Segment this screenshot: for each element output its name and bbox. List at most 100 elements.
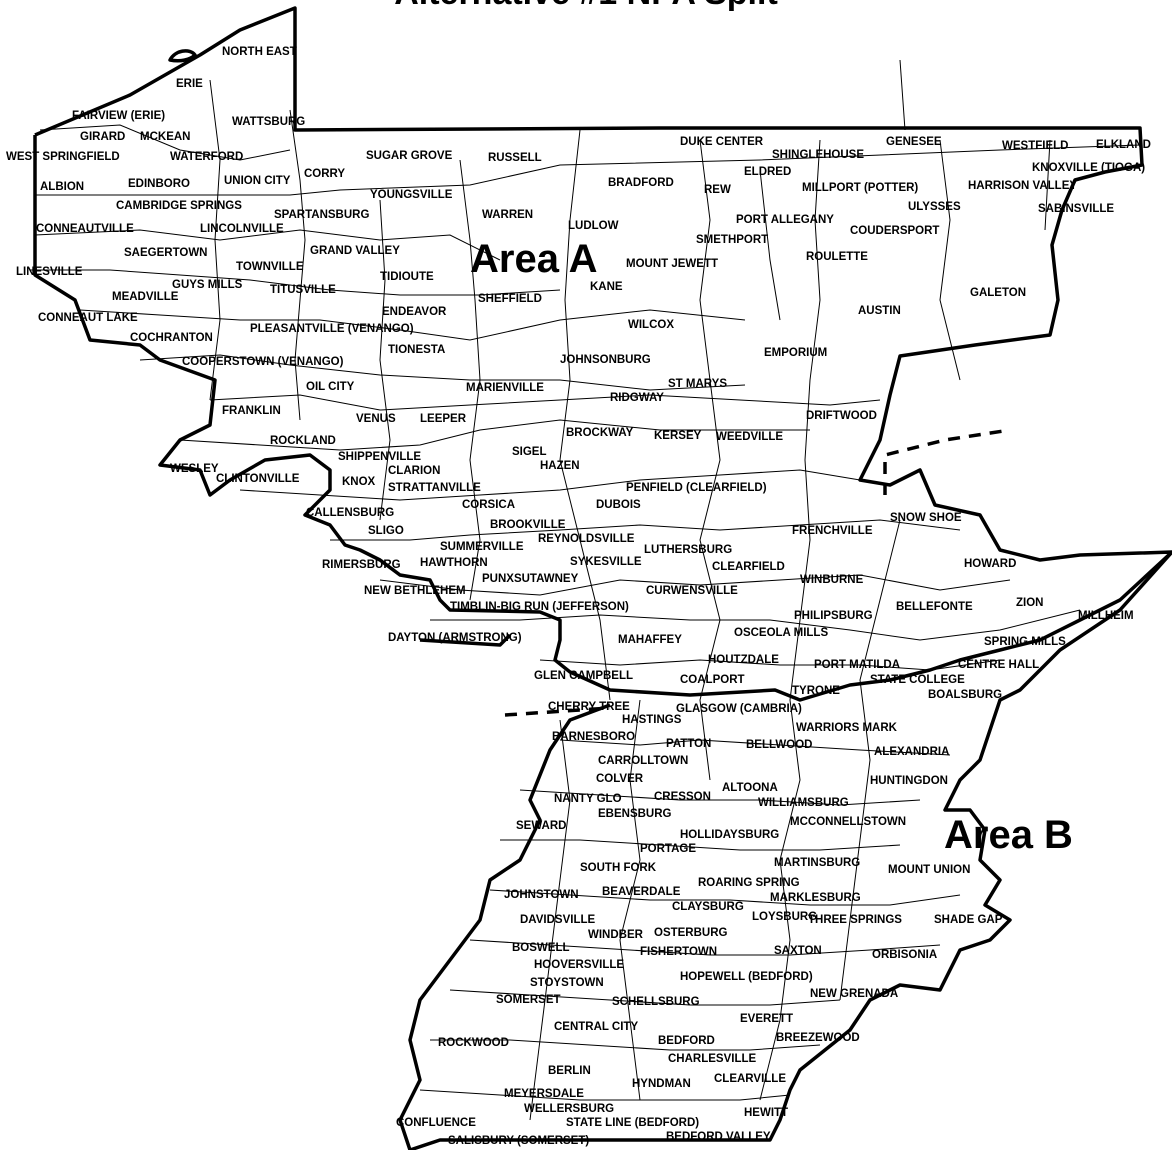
place-label: DAVIDSVILLE <box>520 914 596 926</box>
place-label: JOHNSTOWN <box>504 889 579 901</box>
place-label: PORT MATILDA <box>814 659 900 671</box>
place-label: BROOKVILLE <box>490 519 566 531</box>
place-label: WILCOX <box>628 319 674 331</box>
place-label: BEDFORD VALLEY <box>666 1131 771 1143</box>
place-label: MEYERSDALE <box>504 1088 584 1100</box>
place-label: SOUTH FORK <box>580 862 657 874</box>
place-label: SIGEL <box>512 446 547 458</box>
place-label: ALEXANDRIA <box>874 746 949 758</box>
place-label: KNOX <box>342 476 376 488</box>
place-label: CONFLUENCE <box>396 1117 476 1129</box>
place-label: BROCKWAY <box>566 427 634 439</box>
place-label: WATERFORD <box>170 151 243 163</box>
place-label: OSCEOLA MILLS <box>734 627 828 639</box>
place-label: CURWENSVILLE <box>646 585 738 597</box>
place-label: SYKESVILLE <box>570 556 642 568</box>
place-label: HOWARD <box>964 558 1016 570</box>
place-label: PORTAGE <box>640 843 696 855</box>
place-label: HASTINGS <box>622 714 682 726</box>
place-label: MEADVILLE <box>112 291 179 303</box>
place-label: KANE <box>590 281 623 293</box>
place-label: GLASGOW (CAMBRIA) <box>676 703 802 715</box>
place-label: SHADE GAP <box>934 914 1003 926</box>
place-label: STATE LINE (BEDFORD) <box>566 1117 699 1129</box>
place-label: CORSICA <box>462 499 515 511</box>
place-label: RIMERSBURG <box>322 559 401 571</box>
place-label: YOUNGSVILLE <box>370 189 453 201</box>
place-label: EBENSBURG <box>598 808 672 820</box>
place-label: FRENCHVILLE <box>792 525 873 537</box>
place-label: COOPERSTOWN (VENANGO) <box>182 356 344 368</box>
place-label: MCCONNELLSTOWN <box>790 816 906 828</box>
place-label: CRESSON <box>654 791 711 803</box>
place-label: CARROLLTOWN <box>598 755 688 767</box>
place-label: WARREN <box>482 209 533 221</box>
place-label: SUGAR GROVE <box>366 150 453 162</box>
place-label: ALTOONA <box>722 782 778 794</box>
place-label: WEST SPRINGFIELD <box>6 151 120 163</box>
place-label: CAMBRIDGE SPRINGS <box>116 200 242 212</box>
place-label: MARKLESBURG <box>770 892 861 904</box>
place-label: ORBISONIA <box>872 949 937 961</box>
place-label: DUBOIS <box>596 499 641 511</box>
npa-outer-border <box>33 6 1172 1150</box>
place-label: VENUS <box>356 413 396 425</box>
place-label: NANTY GLO <box>554 793 622 805</box>
place-label: FAIRVIEW (ERIE) <box>72 110 165 122</box>
place-label: TOWNVILLE <box>236 261 304 273</box>
place-label: COALPORT <box>680 674 745 686</box>
place-label: CONNEAUTVILLE <box>36 223 134 235</box>
place-label: WESLEY <box>170 463 219 475</box>
place-label: TYRONE <box>792 685 840 697</box>
place-label: BEAVERDALE <box>602 886 681 898</box>
place-label: SUMMERVILLE <box>440 541 524 553</box>
place-label: GUYS MILLS <box>172 279 243 291</box>
place-label: COCHRANTON <box>130 332 213 344</box>
place-label: WARRIORS MARK <box>796 722 898 734</box>
place-label: WILLIAMSBURG <box>758 797 849 809</box>
place-label: ENDEAVOR <box>382 306 447 318</box>
place-label: ALBION <box>40 181 84 193</box>
place-label: WINDBER <box>588 929 644 941</box>
place-label: PORT ALLEGANY <box>736 214 834 226</box>
place-label: MILLPORT (POTTER) <box>802 182 918 194</box>
place-label: DRIFTWOOD <box>806 410 877 422</box>
place-label: ST MARYS <box>668 378 727 390</box>
place-label: GIRARD <box>80 131 125 143</box>
place-label: DAYTON (ARMSTRONG) <box>388 632 522 644</box>
place-label: GRAND VALLEY <box>310 245 400 257</box>
place-label: REW <box>704 184 731 196</box>
place-label: ELDRED <box>744 166 791 178</box>
place-label: CHARLESVILLE <box>668 1053 757 1065</box>
place-label: ROARING SPRING <box>698 877 800 889</box>
place-label: LEEPER <box>420 413 467 425</box>
place-label: CALLENSBURG <box>306 507 394 519</box>
place-label: PHILIPSBURG <box>794 610 873 622</box>
place-label: TIDIOUTE <box>380 271 434 283</box>
place-label: WESTFIELD <box>1002 140 1068 152</box>
place-label: HARRISON VALLEY <box>968 180 1077 192</box>
place-label: MOUNT UNION <box>888 864 970 876</box>
place-label: NEW BETHLEHEM <box>364 585 466 597</box>
place-label: CLAYSBURG <box>672 901 744 913</box>
place-label: CLARION <box>388 465 440 477</box>
page-title: Alternative #1 NPA Split <box>0 0 1172 13</box>
place-label: LUDLOW <box>568 220 619 232</box>
place-label: PATTON <box>666 738 711 750</box>
place-label: SMETHPORT <box>696 234 768 246</box>
place-label: DUKE CENTER <box>680 136 764 148</box>
place-label: HYNDMAN <box>632 1078 691 1090</box>
place-label: SAXTON <box>774 945 822 957</box>
place-label: SLIGO <box>368 525 404 537</box>
place-label: PUNXSUTAWNEY <box>482 573 579 585</box>
split-line-dashes <box>504 428 1011 717</box>
place-label: BARNESBORO <box>552 731 635 743</box>
place-label: WELLERSBURG <box>524 1103 614 1115</box>
place-label: SCHELLSBURG <box>612 996 700 1008</box>
place-label: KNOXVILLE (TIOGA) <box>1032 162 1145 174</box>
place-label: HOPEWELL (BEDFORD) <box>680 971 813 983</box>
place-label: SAEGERTOWN <box>124 247 208 259</box>
place-label: WATTSBURG <box>232 116 305 128</box>
place-label: HAZEN <box>540 460 580 472</box>
place-label: TIONESTA <box>388 344 445 356</box>
